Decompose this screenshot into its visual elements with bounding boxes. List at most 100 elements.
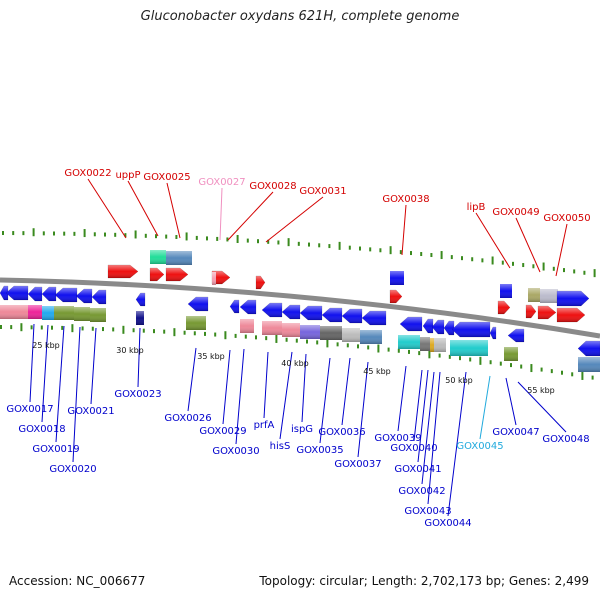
tick-mark (499, 361, 502, 366)
tick-mark (214, 332, 217, 337)
accession-text: Accession: NC_006677 (9, 574, 146, 588)
gene-box-shade (42, 306, 54, 320)
gene-box-shade (90, 308, 106, 322)
tick-mark (581, 371, 584, 380)
gene-box-shade (500, 284, 512, 298)
tick-mark (440, 251, 443, 260)
leader-line (447, 371, 467, 517)
leader-line (41, 324, 49, 423)
gene-arrow-shade (362, 311, 386, 325)
leader-line (421, 371, 435, 485)
tick-mark (532, 264, 535, 269)
leader-line (417, 369, 429, 463)
leader-line (301, 353, 307, 423)
leader-line (357, 361, 369, 458)
gene-box-shade (528, 288, 540, 302)
gene-label: hisS (270, 441, 291, 452)
gene-label: GOX0038 (382, 194, 429, 205)
gene-arrow-shade (526, 305, 536, 318)
gene-box-shade (342, 328, 360, 342)
gene-label: lipB (467, 202, 486, 213)
tick-mark (71, 324, 74, 333)
gene-arrow-shade (0, 286, 8, 300)
tick-mark (20, 323, 23, 332)
tick-mark (481, 258, 484, 263)
tick-mark (226, 237, 229, 242)
tick-mark (236, 235, 239, 244)
tick-mark (471, 257, 474, 262)
tick-mark (83, 229, 86, 238)
tick-mark (206, 236, 208, 241)
tick-mark (12, 231, 15, 236)
leader-line (397, 365, 407, 432)
leader-line (515, 217, 541, 273)
tick-mark (571, 372, 574, 377)
tick-mark (193, 331, 196, 336)
leader-line (222, 349, 231, 425)
tick-mark (61, 325, 64, 330)
leader-line (227, 191, 274, 241)
gene-box-shade (240, 319, 254, 333)
tick-mark (2, 231, 4, 236)
gene-label: GOX0037 (334, 459, 381, 470)
tick-mark (573, 269, 576, 274)
gene-label: GOX0047 (492, 427, 539, 438)
gene-arrow-shade (136, 293, 145, 306)
scale-label: 40 kbp (281, 359, 309, 368)
tick-mark (63, 231, 66, 236)
gene-arrow-shade (6, 286, 28, 300)
leader-line (413, 369, 423, 442)
gene-arrow-shade (150, 268, 164, 281)
tick-mark (316, 340, 319, 345)
gene-label: GOX0048 (542, 434, 589, 445)
gene-label: GOX0031 (299, 186, 346, 197)
tick-mark (450, 255, 453, 260)
tick-mark (10, 325, 13, 330)
tick-mark (142, 328, 145, 333)
gene-box-shade (420, 337, 430, 351)
leader-line (55, 325, 65, 443)
gene-arrow-shade (538, 306, 556, 319)
leader-line (137, 327, 141, 388)
topology-text: Topology: circular; Length: 2,702,173 bp… (259, 574, 589, 588)
gene-arrow-shade (262, 303, 282, 317)
tick-mark (369, 247, 372, 252)
tick-mark (91, 326, 94, 331)
tick-mark (591, 375, 594, 380)
tick-mark (244, 334, 247, 339)
tick-mark (540, 367, 543, 372)
scale-label: 35 kbp (197, 352, 225, 361)
gene-box-shade (282, 323, 300, 337)
leader-line (263, 351, 269, 419)
leader-line (401, 204, 407, 256)
gene-features (0, 250, 600, 372)
gene-label: GOX0042 (398, 486, 445, 497)
leader-line (87, 178, 127, 239)
scale-label: 55 kbp (527, 386, 555, 395)
gene-label: GOX0050 (543, 213, 590, 224)
tick-mark (102, 327, 104, 332)
gene-arrow-shade (432, 320, 444, 334)
tick-mark (132, 328, 135, 333)
tick-mark (491, 256, 494, 265)
tick-mark (428, 350, 431, 359)
label-leader-lines (29, 178, 568, 517)
gene-label: GOX0028 (249, 181, 296, 192)
tick-mark (195, 235, 198, 240)
tick-mark (114, 232, 117, 237)
gene-box-shade (398, 335, 420, 349)
tick-mark (40, 325, 43, 330)
tick-mark (561, 370, 563, 375)
tick-mark (479, 356, 482, 365)
tick-mark (32, 228, 35, 237)
gene-label: GOX0025 (143, 172, 190, 183)
gene-arrow-shade (342, 309, 362, 323)
leader-line (341, 357, 351, 426)
tick-mark (104, 232, 106, 237)
gene-arrow-shade (423, 319, 433, 333)
tick-mark (295, 338, 298, 343)
leader-line (166, 182, 181, 239)
tick-mark (224, 331, 227, 340)
